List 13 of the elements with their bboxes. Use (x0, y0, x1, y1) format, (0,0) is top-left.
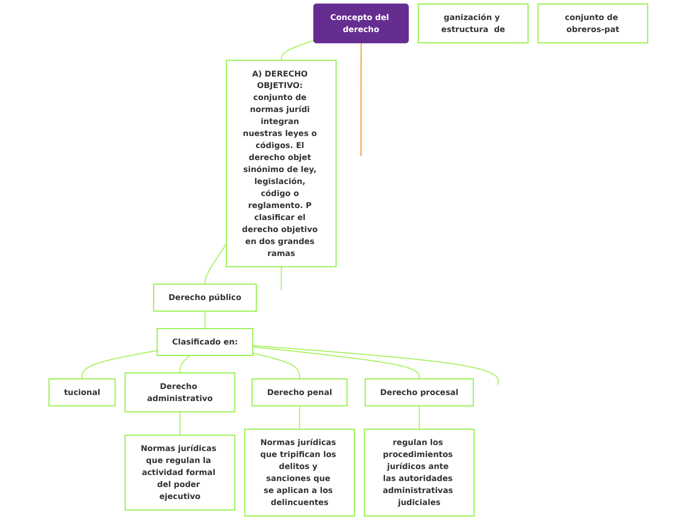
connector (252, 352, 300, 380)
connector (179, 411, 180, 436)
connector (298, 405, 300, 430)
connector (179, 354, 190, 374)
connector (360, 42, 362, 157)
connector (280, 40, 314, 61)
connector (81, 350, 158, 380)
connector (252, 346, 420, 380)
connector (418, 405, 420, 430)
connector (280, 266, 282, 291)
connector (204, 243, 227, 285)
connector (204, 310, 206, 330)
connector (252, 345, 498, 386)
